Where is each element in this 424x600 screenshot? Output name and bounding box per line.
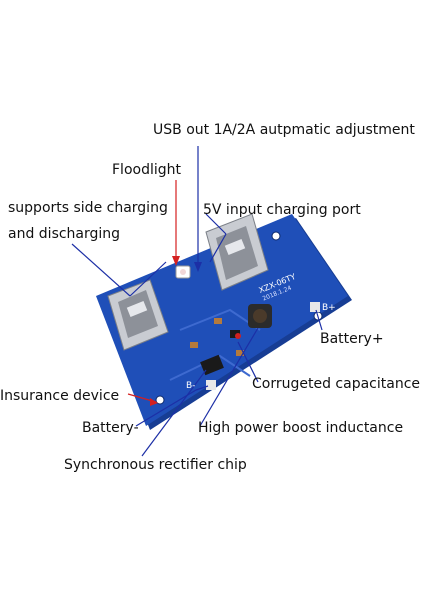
label-side-line1: supports side charging <box>8 200 168 216</box>
label-side-line2: and discharging <box>8 226 121 242</box>
label-battery-minus: Battery- <box>82 420 139 436</box>
leader-lines <box>71 146 323 457</box>
label-rectifier: Synchronous rectifier chip <box>64 457 247 473</box>
label-battery-plus: Battery+ <box>320 331 384 347</box>
boost-inductor <box>248 304 272 328</box>
label-corrugated: Corrugeted capacitance <box>252 376 420 392</box>
label-insurance: Insurance device <box>0 388 120 404</box>
pad-label-minus: B- <box>186 381 196 391</box>
label-inductance: High power boost inductance <box>198 420 404 436</box>
usb-port-side <box>107 279 169 351</box>
pad-label-plus: B+ <box>322 303 336 313</box>
label-input-port: 5V input charging port <box>203 202 361 218</box>
battery-pads <box>206 302 320 390</box>
floodlight-led <box>175 265 191 279</box>
label-usb-out: USB out 1A/2A autpmatic adjustment <box>153 122 415 138</box>
usb-port-output <box>205 213 269 291</box>
label-floodlight: Floodlight <box>112 162 181 178</box>
